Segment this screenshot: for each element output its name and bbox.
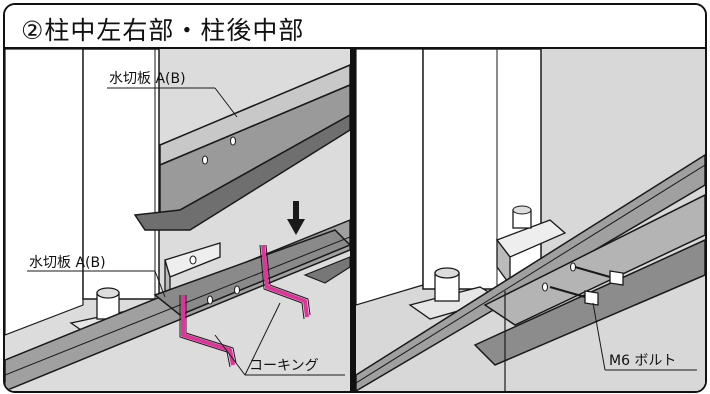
diagram-title: ②柱中左右部・柱後中部 <box>21 16 305 45</box>
label-flashing-top: 水切板 A(B) <box>109 71 186 87</box>
label-bolt: M6 ボルト <box>609 353 676 369</box>
bracket-right <box>495 205 567 288</box>
upper-flashing <box>133 64 350 231</box>
right-panel <box>356 49 705 391</box>
post-left <box>82 49 160 300</box>
base-nut-right <box>408 267 502 320</box>
left-panel <box>5 49 350 391</box>
title-bar: ②柱中左右部・柱後中部 <box>5 5 705 49</box>
m6-bolt-icon <box>549 266 624 306</box>
post-right <box>422 49 542 290</box>
panel-divider <box>350 49 356 391</box>
diagram-frame: ②柱中左右部・柱後中部 <box>3 3 707 393</box>
down-arrow-icon <box>287 201 305 235</box>
label-flashing-left: 水切板 A(B) <box>29 255 106 271</box>
label-caulking: コーキング <box>249 358 319 374</box>
illustration: 水切板 A(B) 水切板 A(B) コーキング M6 ボルト <box>5 49 705 391</box>
